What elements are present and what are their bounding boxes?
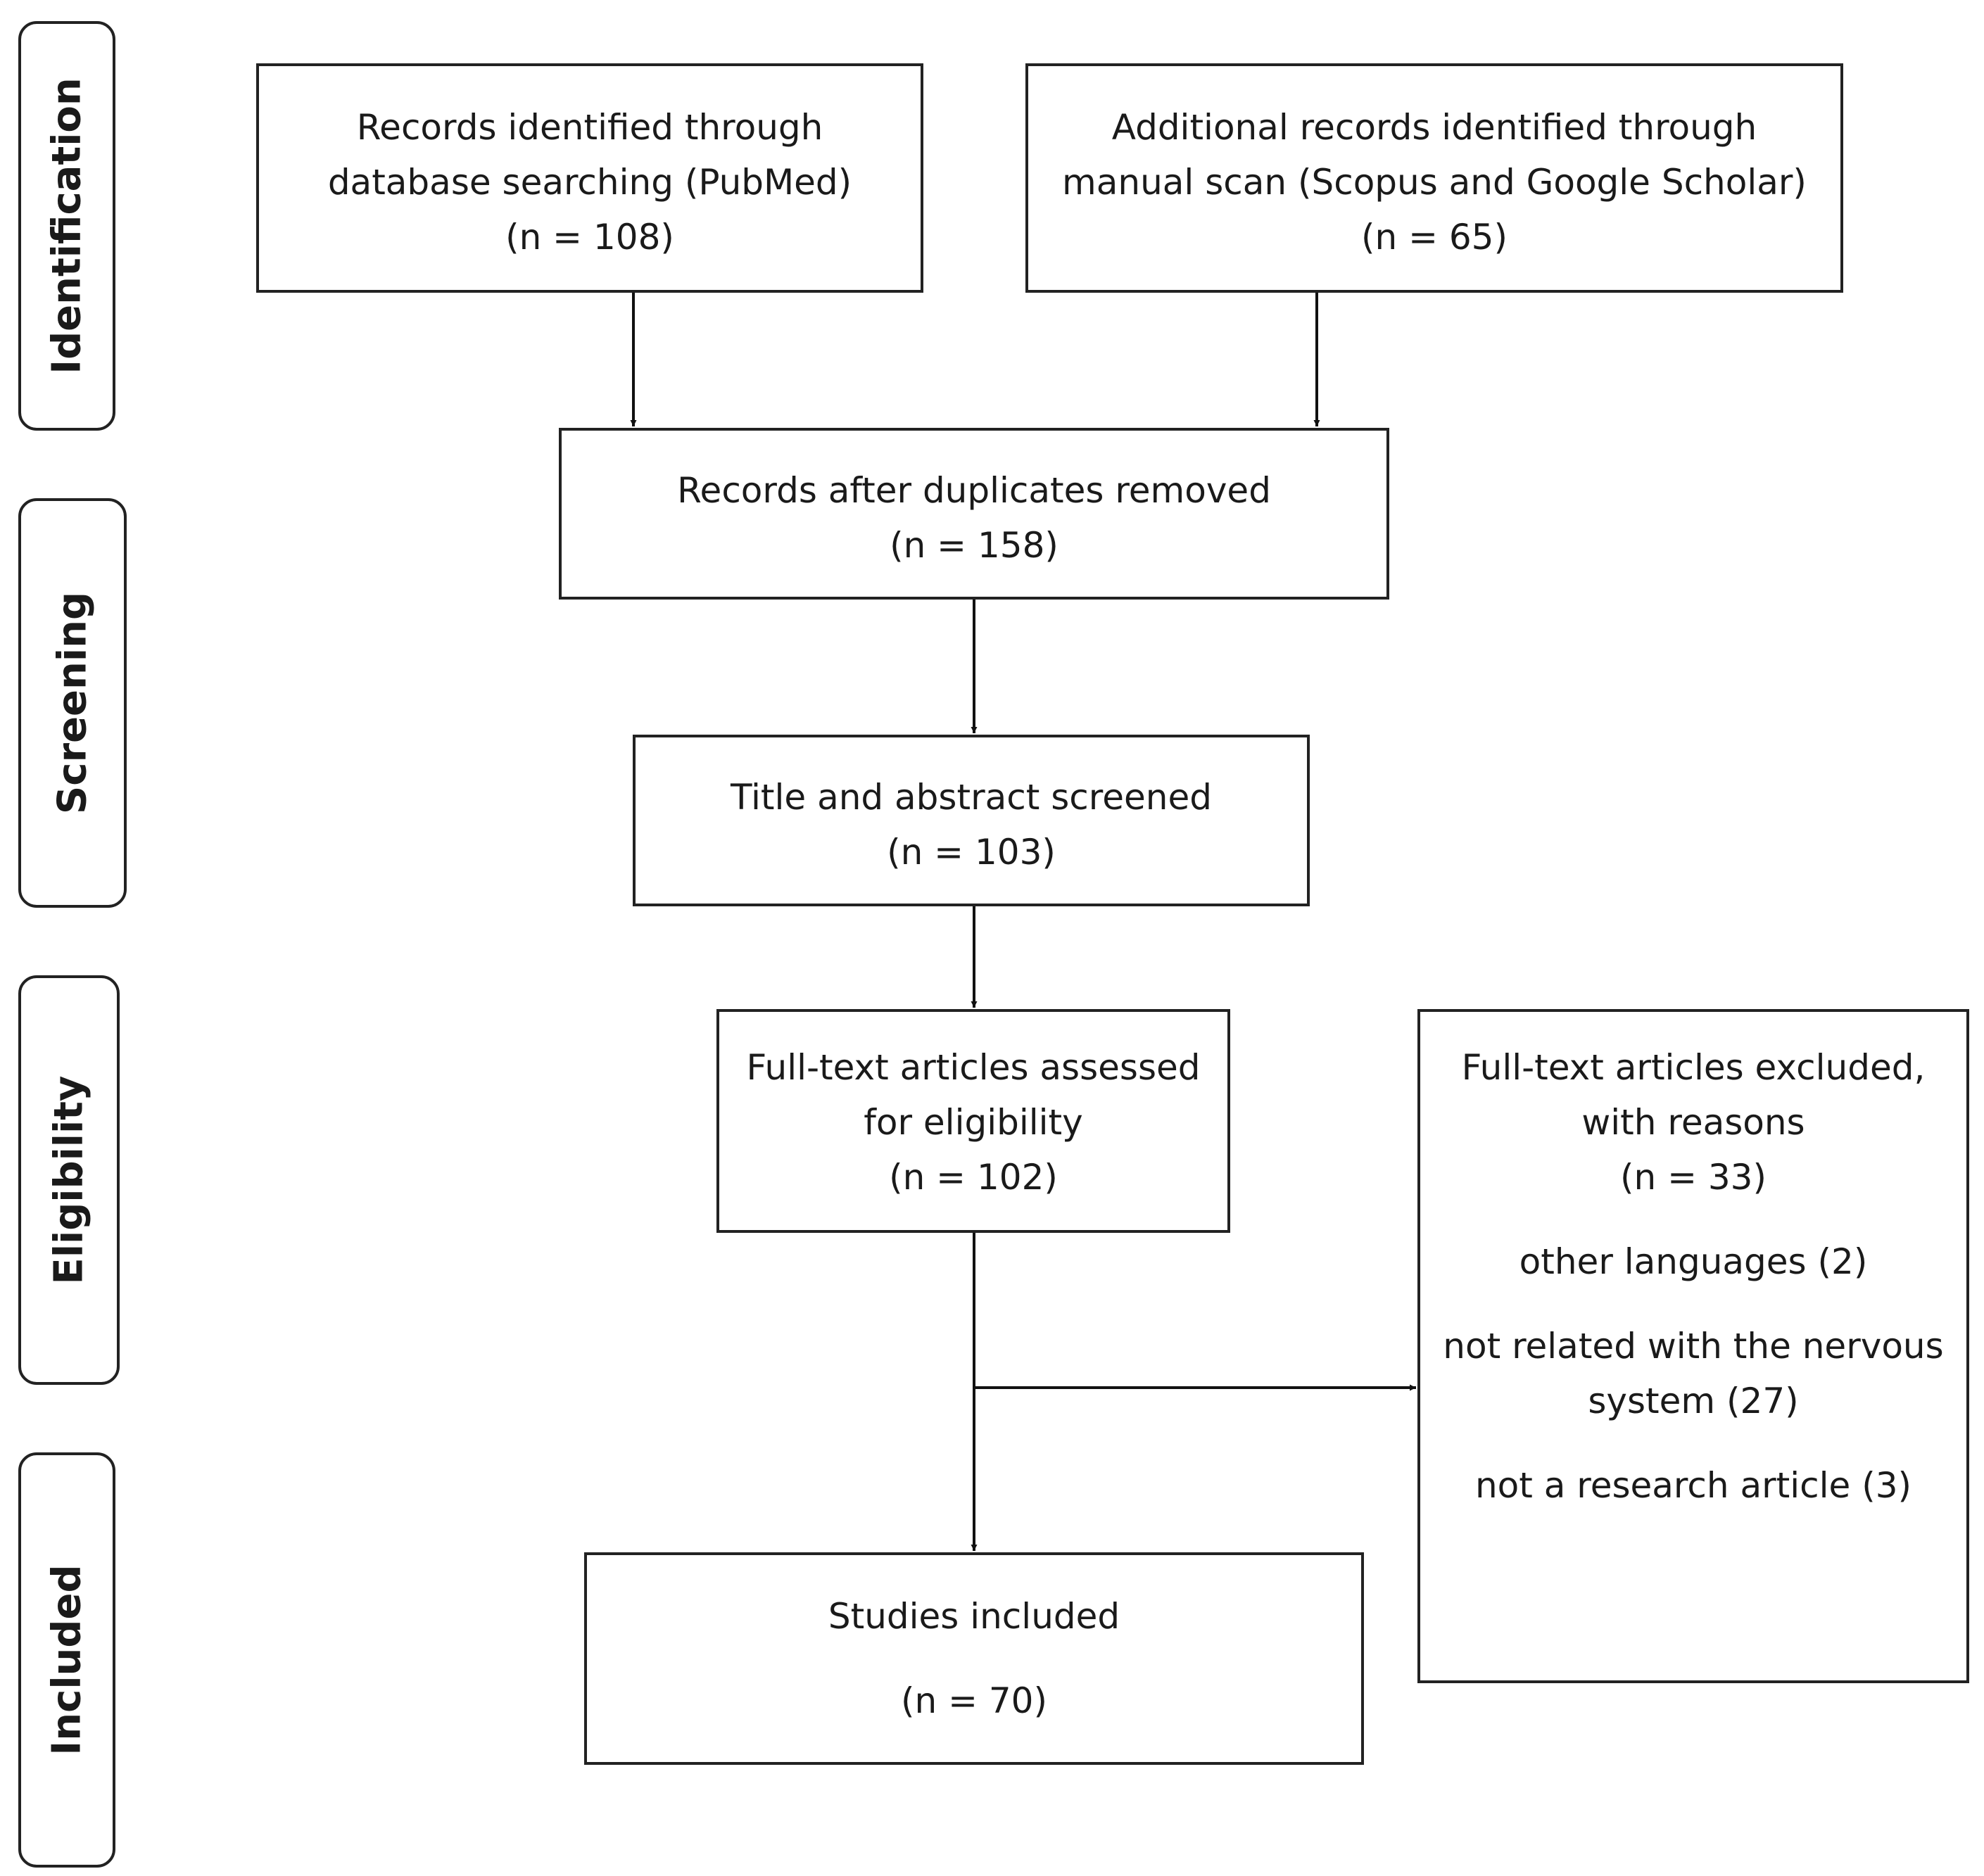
box-additional-records: Additional records identified through ma…	[1025, 63, 1843, 293]
fulltext-count: (n = 102)	[889, 1157, 1058, 1198]
excluded-reason-nervous-2: system (27)	[1588, 1381, 1799, 1421]
excluded-line-2: with reasons	[1581, 1102, 1805, 1143]
box-studies-included: Studies included (n = 70)	[584, 1552, 1364, 1765]
additional-line-1: Additional records identified through	[1111, 107, 1757, 148]
phase-screening: Screening	[18, 498, 127, 908]
excluded-reason-not-research: not a research article (3)	[1474, 1465, 1912, 1506]
additional-count: (n = 65)	[1360, 217, 1508, 258]
phase-eligibility: Eligibility	[18, 975, 120, 1385]
box-screened: Title and abstract screened (n = 103)	[633, 735, 1310, 906]
deduplicated-line-1: Records after duplicates removed	[677, 470, 1271, 511]
pubmed-line-1: Records identified through	[356, 107, 823, 148]
box-pubmed-records: Records identified through database sear…	[256, 63, 923, 293]
pubmed-count: (n = 108)	[505, 217, 674, 258]
phase-identification: Identification	[18, 21, 115, 431]
fulltext-line-1: Full-text articles assessed	[746, 1047, 1201, 1088]
box-fulltext-assessed: Full-text articles assessed for eligibil…	[716, 1009, 1230, 1233]
box-deduplicated: Records after duplicates removed (n = 15…	[559, 428, 1389, 600]
box-fulltext-excluded: Full-text articles excluded, with reason…	[1417, 1009, 1969, 1683]
excluded-count: (n = 33)	[1619, 1157, 1767, 1198]
excluded-reason-nervous-1: not related with the nervous	[1443, 1326, 1944, 1367]
fulltext-line-2: for eligibility	[864, 1102, 1083, 1143]
pubmed-line-2: database searching (PubMed)	[327, 162, 852, 203]
excluded-reason-languages: other languages (2)	[1519, 1241, 1868, 1282]
included-line-1: Studies included	[828, 1596, 1120, 1637]
excluded-line-1: Full-text articles excluded,	[1461, 1047, 1926, 1088]
phase-included: Included	[18, 1452, 115, 1868]
screened-line-1: Title and abstract screened	[731, 777, 1212, 818]
additional-line-2: manual scan (Scopus and Google Scholar)	[1062, 162, 1807, 203]
deduplicated-count: (n = 158)	[890, 525, 1059, 566]
screened-count: (n = 103)	[887, 832, 1056, 873]
included-count: (n = 70)	[900, 1680, 1047, 1721]
